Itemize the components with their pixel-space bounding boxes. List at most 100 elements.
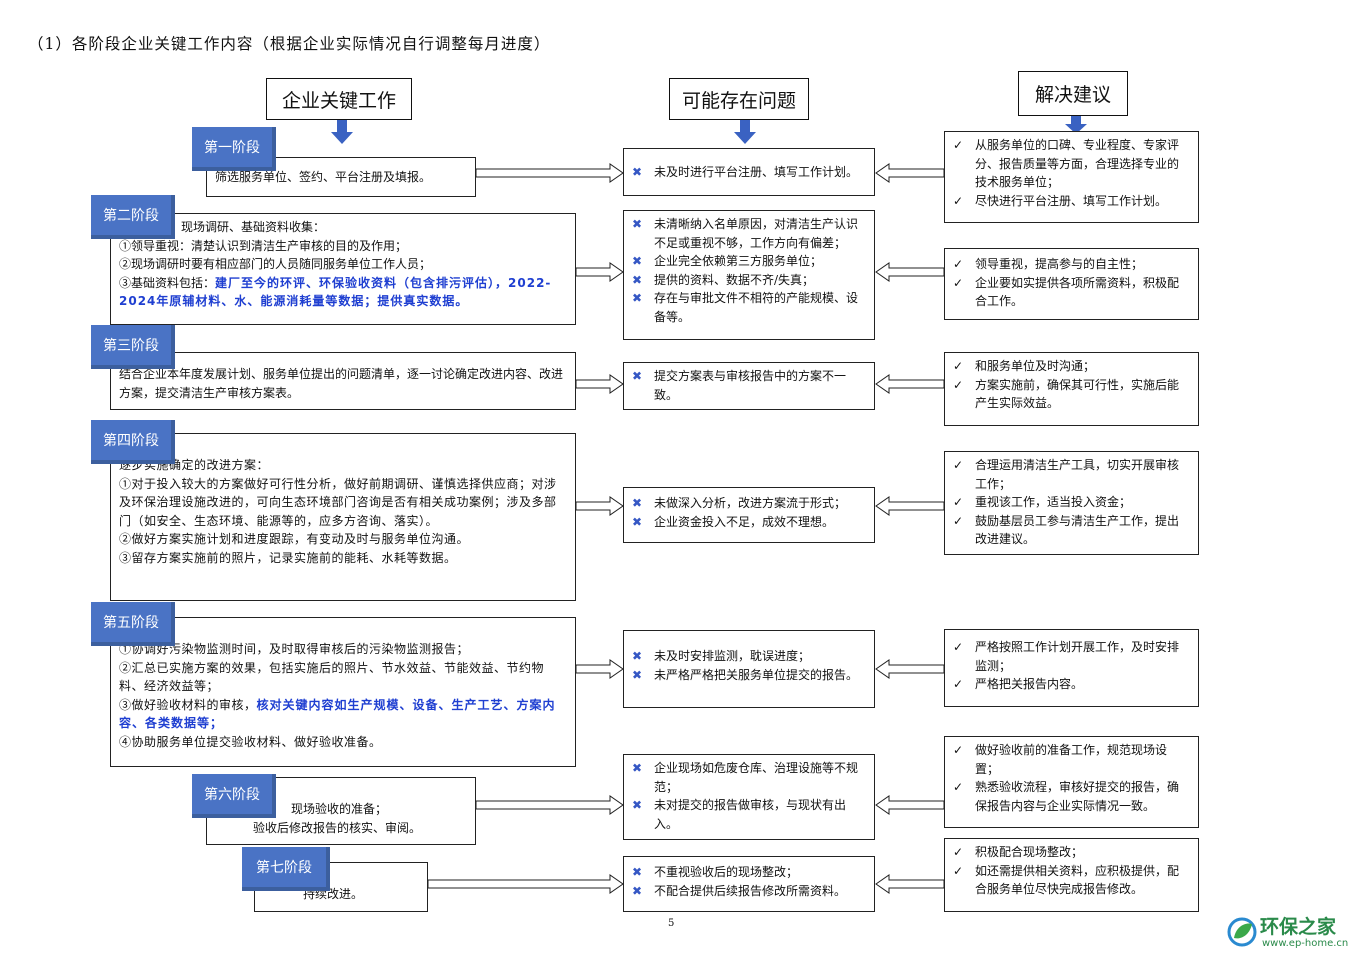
check-icon: ✓	[953, 845, 964, 859]
stage1-work-line: 筛选服务单位、签约、平台注册及填报。	[215, 170, 432, 184]
arrow-s6-left	[875, 795, 945, 815]
stage2-work-line: ②现场调研时要有相应部门的人员随同服务单位工作人员；	[119, 257, 432, 271]
suggestion-item: 和服务单位及时沟通；	[975, 359, 1096, 373]
arrow-s7-right	[427, 874, 624, 894]
problem-item: 未做深入分析，改进方案流于形式；	[654, 496, 847, 510]
stage6-problems-box: ✖ 企业现场如危废仓库、治理设施等不规范； ✖ 未对提交的报告做审核，与现状有出入。	[623, 754, 875, 840]
stage2-suggestions-box: ✓领导重视，提高参与的自主性； ✓企业要如实提供各项所需资料，积极配合工作。	[944, 248, 1199, 320]
stage6-suggestions-box: ✓做好验收前的准备工作，规范现场设置； ✓熟悉验收流程，审核好提交的报告，确保报…	[944, 736, 1199, 828]
suggestion-item: 方案实施前，确保其可行性，实施后能产生实际效益。	[975, 377, 1180, 411]
arrow-s2-left	[875, 262, 945, 282]
problem-item: 未及时安排监测，耽误进度；	[654, 649, 811, 663]
check-icon: ✓	[953, 458, 964, 472]
down-arrow-col2	[734, 120, 756, 144]
suggestion-item: 积极配合现场整改；	[975, 845, 1084, 859]
stage5-suggestions-box: ✓严格按照工作计划开展工作，及时安排监测； ✓严格把关报告内容。	[944, 629, 1199, 707]
stage3-suggestions-box: ✓ 和服务单位及时沟通； ✓ 方案实施前，确保其可行性，实施后能产生实际效益。	[944, 352, 1199, 426]
logo-name: 环保之家	[1260, 916, 1337, 938]
x-icon: ✖	[632, 761, 643, 775]
x-icon: ✖	[632, 291, 643, 305]
problem-item: 提交方案表与审核报告中的方案不一致。	[654, 369, 847, 402]
x-icon: ✖	[632, 496, 643, 510]
arrow-s2-right	[575, 262, 624, 282]
stage4-work-line: ①对于投入较大的方案做好可行性分析，做好前期调研、谨慎选择供应商；对涉及环保治理…	[119, 476, 557, 528]
check-icon: ✓	[953, 640, 964, 654]
problem-item: 未清晰纳入名单原因，对清洁生产认识不足或重视不够，工作方向有偏差；	[654, 217, 859, 250]
stage3-tab: 第三阶段	[91, 325, 175, 369]
check-icon: ✓	[953, 275, 964, 290]
header-problems: 可能存在问题	[669, 78, 809, 120]
suggestion-item: 尽快进行平台注册、填写工作计划。	[975, 193, 1168, 208]
x-icon: ✖	[632, 272, 643, 287]
check-icon: ✓	[953, 193, 964, 208]
stage7-tab: 第七阶段	[242, 847, 330, 891]
stage5-work-box: ①协调好污染物监测时间，及时取得审核后的污染物监测报告； ②汇总已实施方案的效果…	[110, 617, 576, 767]
suggestion-item: 领导重视，提高参与的自主性；	[975, 257, 1144, 271]
stage1-problems-box: ✖未及时进行平台注册、填写工作计划。	[623, 148, 875, 196]
problem-item: 企业完全依赖第三方服务单位；	[654, 254, 823, 268]
suggestion-item: 鼓励基层员工参与清洁生产工作，提出改进建议。	[975, 513, 1180, 547]
stage5-work-line: ④协助服务单位提交验收材料、做好验收准备。	[119, 734, 382, 749]
stage1-suggestions-box: ✓从服务单位的口碑、专业程度、专家评分、报告质量等方面，合理选择专业的技术服务单…	[944, 131, 1199, 223]
stage5-work-line: ②汇总已实施方案的效果，包括实施后的照片、节水效益、节能效益、节约物料、经济效益…	[119, 660, 545, 694]
page-title: （1）各阶段企业关键工作内容（根据企业实际情况自行调整每月进度）	[28, 35, 551, 53]
arrow-s3-right	[575, 374, 624, 394]
header-key-work: 企业关键工作	[266, 78, 412, 120]
check-icon: ✓	[953, 359, 964, 373]
arrow-s5-left	[875, 659, 945, 679]
x-icon: ✖	[632, 798, 643, 812]
x-icon: ✖	[632, 217, 643, 231]
x-icon: ✖	[632, 667, 643, 682]
suggestion-item: 做好验收前的准备工作，规范现场设置；	[975, 743, 1168, 776]
check-icon: ✓	[953, 377, 964, 392]
suggestion-item: 严格按照工作计划开展工作，及时安排监测；	[975, 640, 1180, 673]
stage4-work-line: ③留存方案实施前的照片，记录实施前的能耗、水耗等数据。	[119, 550, 457, 565]
stage6-work-line: 验收后修改报告的核实、审阅。	[253, 820, 422, 835]
stage7-problems-box: ✖ 不重视验收后的现场整改； ✖ 不配合提供后续报告修改所需资料。	[623, 856, 875, 912]
header-suggestions: 解决建议	[1018, 71, 1128, 116]
down-arrow-col3	[1065, 116, 1087, 134]
stage3-problems-box: ✖提交方案表与审核报告中的方案不一致。	[623, 362, 875, 410]
problem-item: 不配合提供后续报告修改所需资料。	[654, 883, 847, 898]
stage2-work-line: ①领导重视：清楚认识到清洁生产审核的目的及作用；	[119, 238, 408, 253]
arrow-s6-right	[475, 795, 624, 815]
x-icon: ✖	[632, 865, 643, 879]
page-number: 5	[668, 918, 675, 929]
check-icon: ✓	[953, 513, 964, 528]
problem-item: 企业资金投入不足，成效不理想。	[654, 514, 835, 529]
stage7-suggestions-box: ✓积极配合现场整改； ✓如还需提供相关资料，应积极提供，配合服务单位尽快完成报告…	[944, 838, 1199, 912]
problem-item: 未及时进行平台注册、填写工作计划。	[654, 165, 859, 179]
problem-item: 存在与审批文件不相符的产能规模、设备等。	[654, 291, 859, 324]
arrow-s7-left	[875, 874, 945, 894]
stage6-tab: 第六阶段	[192, 774, 276, 818]
problem-item: 未对提交的报告做审核，与现状有出入。	[654, 798, 847, 831]
stage1-tab: 第一阶段	[192, 127, 276, 171]
problem-item: 提供的资料、数据不齐/失真；	[654, 272, 815, 287]
stage2-work-line: ③基础资料包括：	[119, 275, 216, 290]
stage2-highlight: 建厂至今的环评、环保验收资料（包含排污评估），2022-2024年原辅材料、水、…	[119, 275, 552, 309]
arrow-s1-left	[875, 163, 945, 183]
stage4-work-line: ②做好方案实施计划和进度跟踪，有变动及时与服务单位沟通。	[119, 532, 470, 546]
suggestion-item: 严格把关报告内容。	[975, 677, 1084, 691]
stage3-work-box: 结合企业本年度发展计划、服务单位提出的问题清单，逐一讨论确定改进内容、改进方案，…	[110, 352, 576, 410]
suggestion-item: 重视该工作，适当投入资金；	[975, 495, 1132, 509]
logo-url: www.ep-home.cn	[1262, 938, 1349, 949]
stage2-problems-box: ✖ 未清晰纳入名单原因，对清洁生产认识不足或重视不够，工作方向有偏差； ✖ 企业完全…	[623, 210, 875, 340]
stage4-suggestions-box: ✓合理运用清洁生产工具，切实开展审核工作； ✓重视该工作，适当投入资金； ✓鼓励…	[944, 451, 1199, 555]
check-icon: ✓	[953, 257, 964, 271]
x-icon: ✖	[632, 883, 643, 898]
stage5-work-line: ③做好验收材料的审核，	[119, 697, 257, 712]
stage6-work-line: 现场验收的准备；	[291, 802, 388, 816]
stage5-work-line: ①协调好污染物监测时间，及时取得审核后的污染物监测报告；	[119, 642, 470, 656]
problem-item: 不重视验收后的现场整改；	[654, 865, 799, 879]
stage3-work-line: 结合企业本年度发展计划、服务单位提出的问题清单，逐一讨论确定改进内容、改进方案，…	[119, 367, 564, 400]
suggestion-item: 合理运用清洁生产工具，切实开展审核工作；	[975, 458, 1180, 491]
x-icon: ✖	[632, 254, 643, 268]
stage4-problems-box: ✖未做深入分析，改进方案流于形式； ✖企业资金投入不足，成效不理想。	[623, 487, 875, 543]
stage2-work-line: 现场调研、基础资料收集：	[181, 220, 326, 234]
check-icon: ✓	[953, 863, 964, 878]
problem-item: 企业现场如危废仓库、治理设施等不规范；	[654, 761, 859, 794]
stage4-work-box: 逐步实施确定的改进方案： ①对于投入较大的方案做好可行性分析，做好前期调研、谨慎…	[110, 433, 576, 601]
problem-item: 未严格严格把关服务单位提交的报告。	[654, 667, 859, 682]
